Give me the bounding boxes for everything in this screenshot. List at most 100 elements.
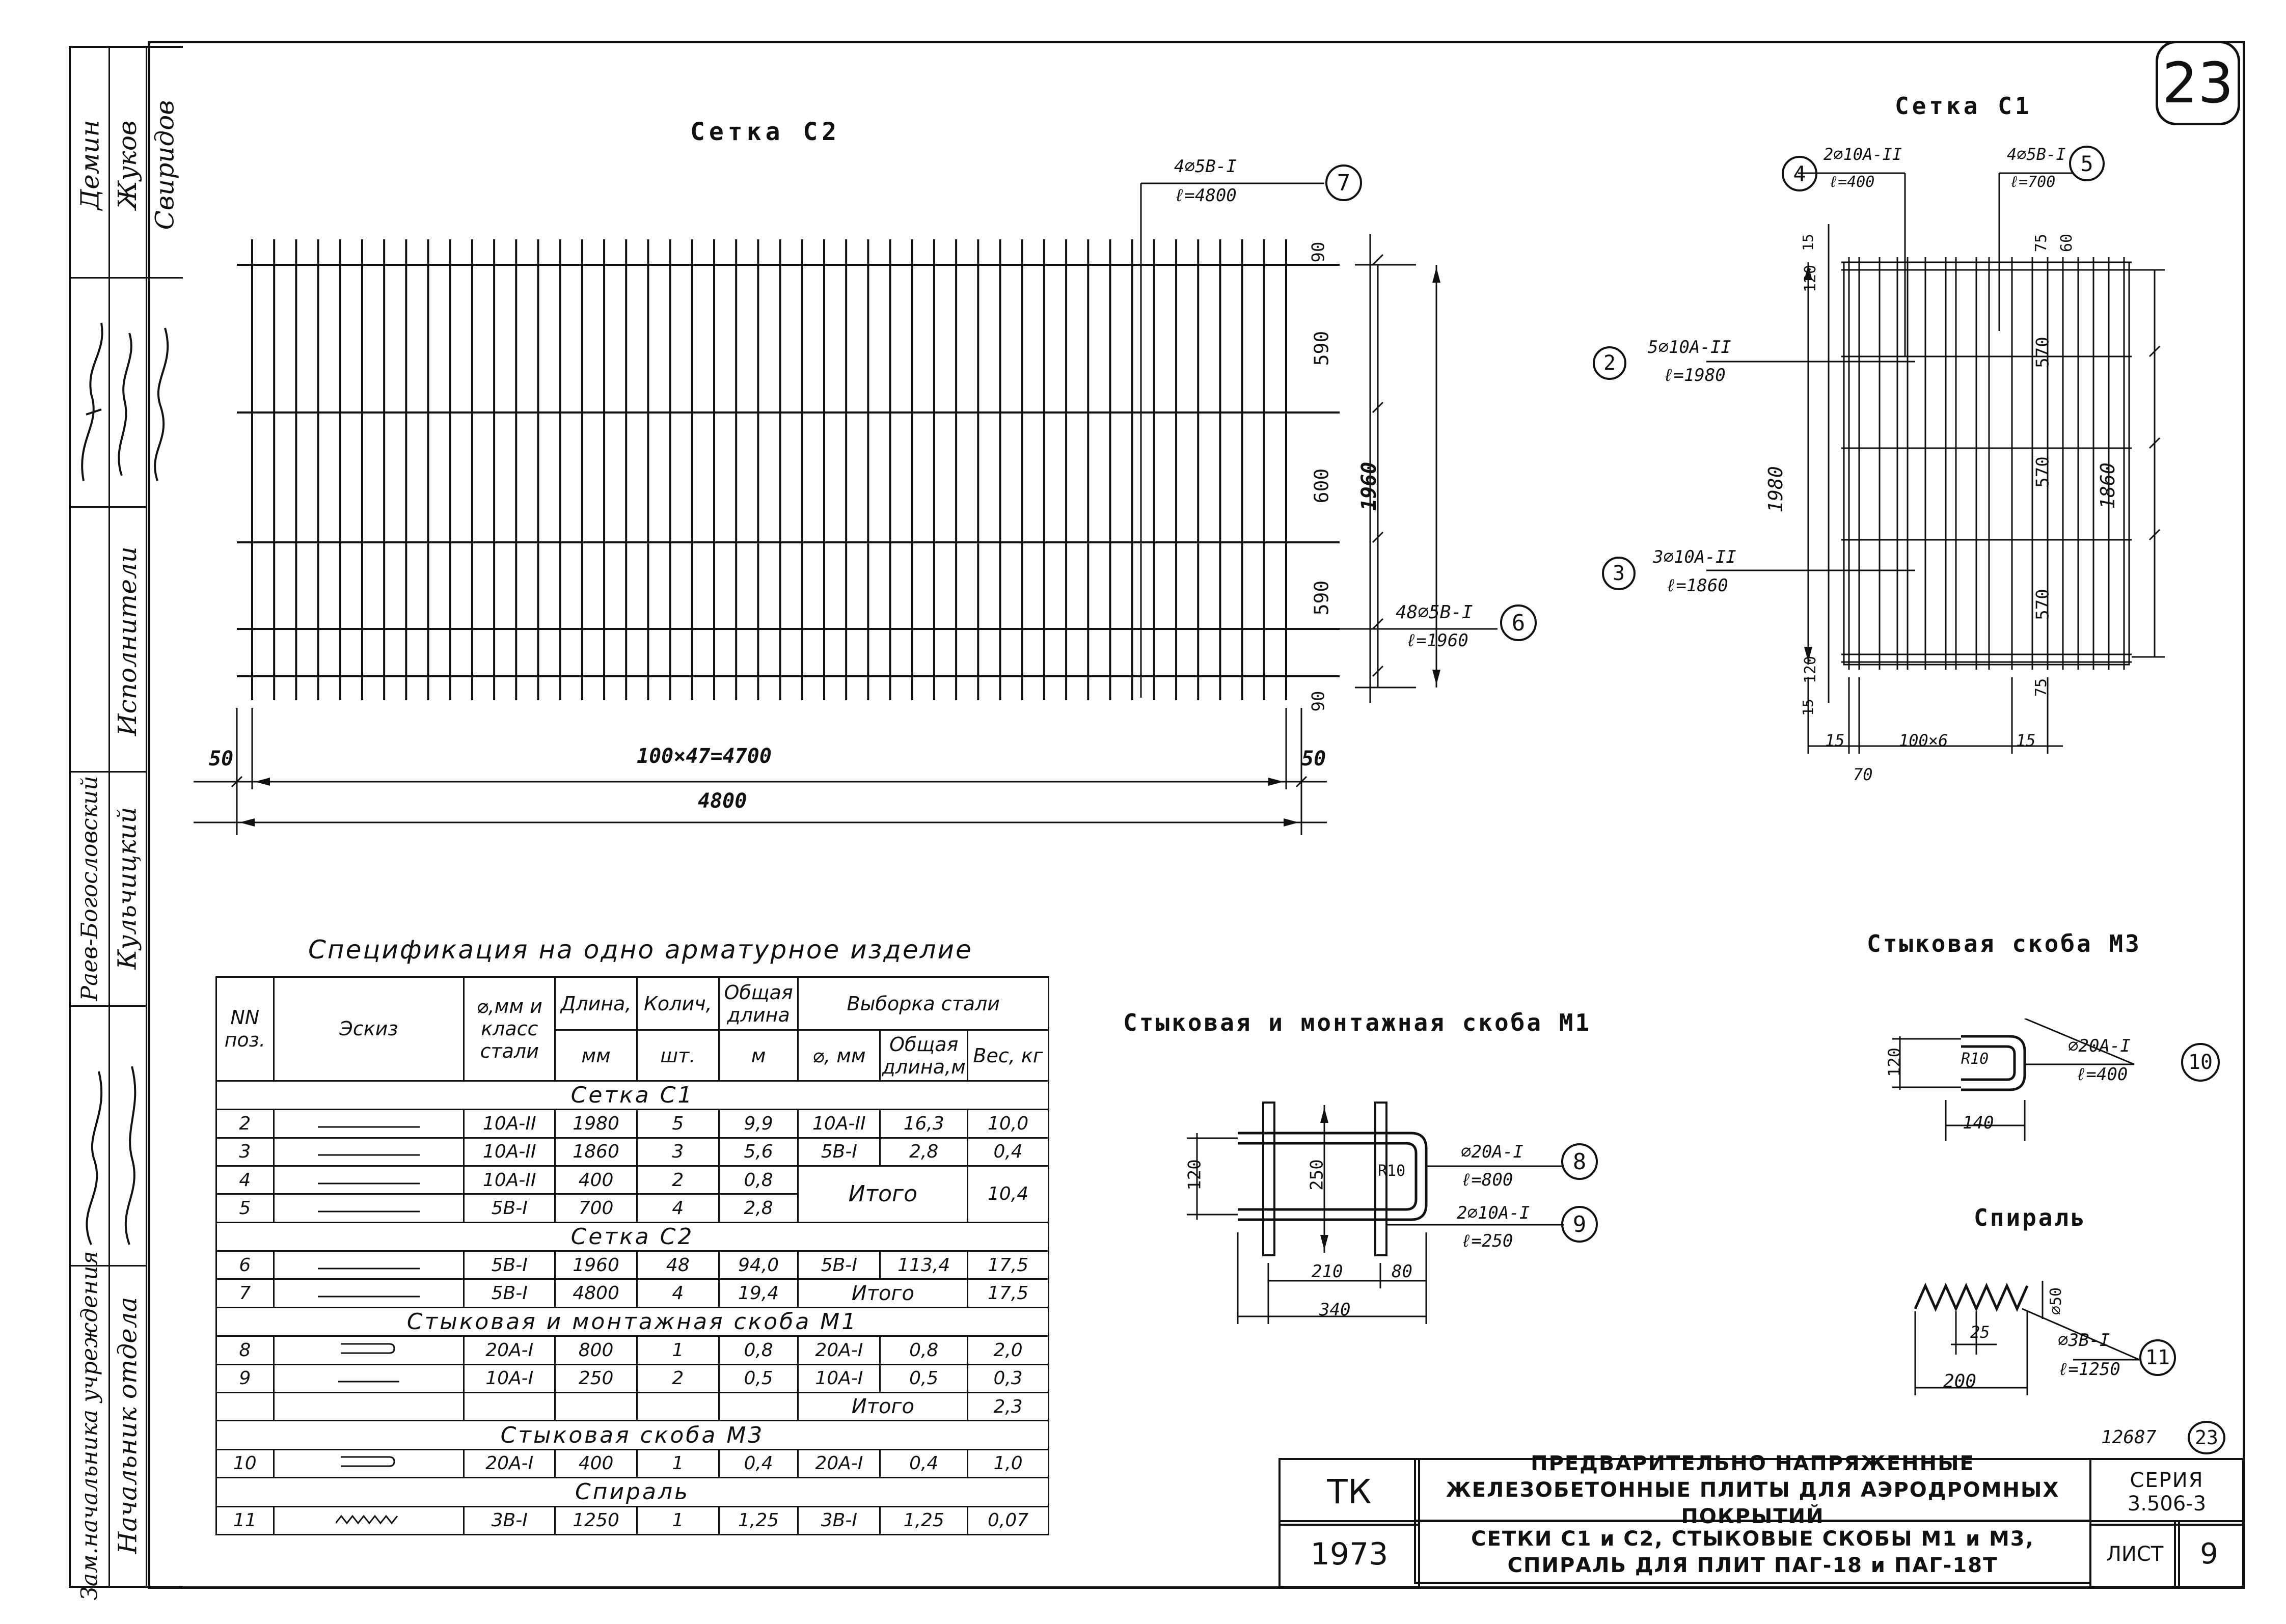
callout-8-spec: ⌀20А-I — [1461, 1142, 1523, 1162]
c2-dim-590-a: 590 — [1310, 331, 1333, 366]
signature-group-top — [81, 322, 169, 481]
m1-dim-210: 210 — [1312, 1261, 1343, 1282]
signature-group-bottom — [86, 1066, 137, 1245]
callout-8-marker: 8 — [1561, 1143, 1598, 1180]
title-block-series: СЕРИЯ 3.506-3 — [2089, 1458, 2244, 1526]
setka-c1-drawing — [1706, 172, 2165, 754]
setka-c1-outline — [1843, 261, 2130, 666]
spec-h-sample-dia: ⌀, мм — [797, 1029, 881, 1082]
c1-dim-570-c: 570 — [2032, 589, 2053, 620]
c2-dim-4800: 4800 — [698, 789, 747, 813]
title-block-sheet-value: 9 — [2174, 1520, 2244, 1588]
spec-h-qty: Колич, — [636, 976, 720, 1031]
skoba-m3-title: Стыковая скоба М3 — [1867, 930, 2141, 957]
m1-dim-340: 340 — [1319, 1300, 1351, 1320]
stamp-name-sviridov: Свиридов — [150, 100, 180, 230]
setka-c1-horizontal-bars — [1841, 261, 2132, 663]
spec-h-pos: NN поз. — [215, 976, 275, 1082]
c1-dim-60: 60 — [2058, 233, 2076, 253]
spec-h-len-unit: мм — [554, 1029, 638, 1082]
title-block-sheet-label: ЛИСТ — [2089, 1520, 2180, 1588]
callout-10-spec: ⌀20А-I — [2068, 1036, 2131, 1056]
side-stamp-row-divider-3 — [71, 771, 147, 773]
spec-h-qty-unit: шт. — [636, 1029, 720, 1082]
callout-11-marker: 11 — [2139, 1339, 2176, 1376]
spec-caption: Спецификация на одно арматурное изделие — [308, 935, 973, 965]
side-stamp-row-divider-4 — [71, 1005, 147, 1007]
callout-2-marker: 2 — [1593, 346, 1626, 380]
c1-dim-70: 70 — [1853, 765, 1873, 784]
stamp-name-zhukov: Жуков — [113, 120, 142, 210]
spec-h-sketch: Эскиз — [273, 976, 465, 1082]
callout-11-length: ℓ=1250 — [2058, 1359, 2120, 1380]
callout-7-length: ℓ=4800 — [1174, 185, 1237, 206]
spec-h-total-unit: м — [718, 1029, 799, 1082]
c1-dim-1980: 1980 — [1764, 466, 1787, 513]
callout-11-spec: ⌀3В-I — [2058, 1330, 2110, 1351]
c1-dim-15-left: 15 — [1825, 731, 1845, 750]
skoba-m1-drawing — [1187, 1102, 1564, 1324]
callout-4-spec: 2⌀10А-II — [1824, 145, 1902, 164]
stamp-title-nachalnik-otdela: Начальник отдела — [113, 1297, 142, 1554]
stamp-role-kulchitsky: Кульчицкий — [113, 807, 142, 970]
archive-number: 12687 — [2101, 1427, 2157, 1448]
spec-h-len: Длина, — [554, 976, 638, 1031]
callout-10-length: ℓ=400 — [2076, 1064, 2128, 1085]
c1-dim-15-bottom: 15 — [1799, 699, 1816, 716]
c2-dim-50-left: 50 — [209, 747, 234, 770]
callout-6-length: ℓ=1960 — [1406, 630, 1468, 651]
m1-dim-250: 250 — [1307, 1159, 1327, 1191]
spec-section-spiral: Спираль — [215, 1477, 1049, 1507]
c2-dim-90-top: 90 — [1308, 241, 1329, 263]
callout-6-marker: 6 — [1500, 604, 1537, 641]
side-stamp-row-divider-5 — [71, 1265, 147, 1267]
m1-dim-r10: R10 — [1378, 1162, 1406, 1180]
callout-9-marker: 9 — [1561, 1206, 1598, 1243]
setka-c2-drawing — [194, 182, 1498, 835]
title-block-title-1: ПРЕДВАРИТЕЛЬНО НАПРЯЖЕННЫЕ ЖЕЛЕЗОБЕТОННЫ… — [1414, 1452, 2091, 1528]
spiral-drawing — [1914, 1281, 2140, 1395]
title-block-title-2: СЕТКИ С1 и С2, СТЫКОВЫЕ СКОБЫ М1 и М3, С… — [1414, 1520, 2091, 1584]
side-stamp: Демин Жуков Свиридов Исполнители Раев-Бо… — [69, 46, 183, 1600]
skoba-m1-title: Стыковая и монтажная скоба М1 — [1123, 1009, 1592, 1036]
title-block-org: ТК — [1278, 1458, 1420, 1526]
callout-8-length: ℓ=800 — [1461, 1170, 1513, 1190]
spec-h-dia: ⌀,мм и класс стали — [463, 976, 556, 1082]
callout-10-marker: 10 — [2181, 1043, 2220, 1082]
callout-5-length: ℓ=700 — [2009, 173, 2056, 191]
side-stamp-col-divider-1 — [108, 48, 110, 1586]
spec-header-row-1: NN поз. Эскиз ⌀,мм и класс стали Длина, … — [215, 976, 1049, 1082]
callout-7-marker: 7 — [1325, 164, 1362, 201]
spec-table: NN поз. Эскиз ⌀,мм и класс стали Длина, … — [215, 976, 1049, 1536]
c1-dim-570-a: 570 — [2032, 337, 2053, 368]
c2-dim-50-right: 50 — [1301, 747, 1326, 770]
c2-dim-600: 600 — [1310, 468, 1333, 504]
spec-section-c2: Сетка С2 — [215, 1221, 1049, 1252]
title-block-year: 1973 — [1278, 1520, 1420, 1588]
callout-3-spec: 3⌀10А-II — [1653, 547, 1736, 567]
m1-dim-80: 80 — [1392, 1261, 1412, 1282]
callout-5-spec: 4⌀5В-I — [2007, 145, 2066, 164]
sheet-badge-number: 23 — [2162, 50, 2234, 116]
archive-sheet-marker: 23 — [2188, 1421, 2225, 1454]
skoba-m3-drawing — [1892, 1019, 2135, 1141]
spec-h-sample: Выборка стали — [797, 976, 1049, 1031]
c2-dim-90-bottom: 90 — [1308, 691, 1329, 712]
spiral-title: Спираль — [1974, 1204, 2087, 1231]
side-stamp-col-divider-2 — [146, 48, 147, 1586]
c1-dim-75-top: 75 — [2032, 233, 2051, 253]
spec-section-m3: Стыковая скоба М3 — [215, 1420, 1049, 1450]
drawing-frame — [148, 41, 2245, 1589]
side-stamp-row-divider-2 — [71, 506, 147, 508]
c1-dim-120-bottom: 120 — [1802, 655, 1820, 684]
callout-6-spec: 48⌀5В-I — [1396, 602, 1473, 623]
